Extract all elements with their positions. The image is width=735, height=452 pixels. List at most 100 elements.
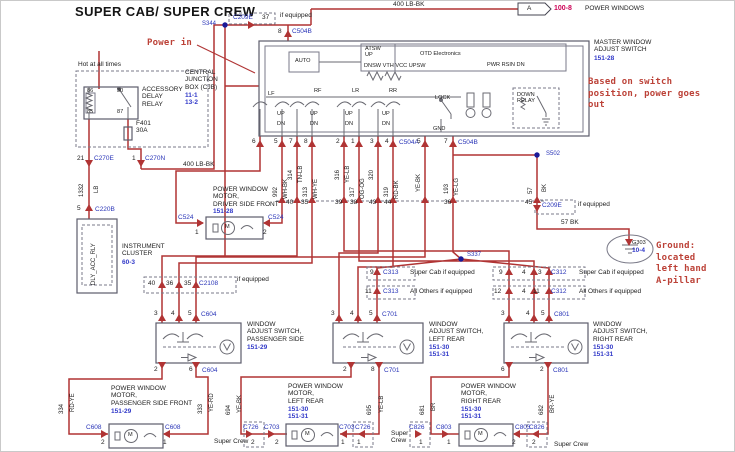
connector-c701-bottom: C701 [384, 367, 400, 374]
msw-dn-4: DN [382, 121, 391, 127]
c826-left-dashed [409, 421, 431, 448]
inline-pin-36: 36 [444, 199, 452, 206]
ref-motor-driver: 151-28 [213, 208, 234, 215]
wire-1332: 1332 [79, 183, 85, 197]
motor-left-rear-box [285, 423, 339, 447]
label-instrument-cluster: INSTRUMENT CLUSTER [122, 243, 165, 258]
label-motor-driver: POWER WINDOW MOTOR, DRIVER SIDE FRONT [213, 186, 279, 208]
motor-symbol-m-left-rear: M [305, 431, 310, 437]
instrument-cluster-inner [81, 224, 113, 286]
msw-atsw-up: ATSW UP [365, 46, 381, 59]
connector-c604-top: C604 [201, 311, 217, 318]
c701-top-pin-4: 4 [350, 310, 354, 317]
ground-symbol [606, 234, 654, 264]
wire-57: 57 [528, 187, 534, 194]
ref-instrument-cluster: 60-3 [122, 259, 136, 266]
c703-right-pin-1: 1 [341, 439, 345, 446]
c312-row2-pin-12: 12 [494, 288, 502, 295]
master-switch-box [258, 40, 590, 137]
c604-top-pin-3: 3 [154, 310, 158, 317]
msw-up-4: UP [382, 111, 390, 117]
c726-left-pin-2: 2 [251, 439, 255, 446]
wire-333-color: YE-RD [209, 393, 215, 412]
wire-695: 695 [367, 404, 373, 415]
relay-pin-30: 30 [117, 88, 124, 94]
msw-dn-3: DN [345, 121, 354, 127]
wire-316-color: YE-LB [345, 165, 351, 183]
motor-symbol-m-passenger: M [128, 432, 133, 438]
ref-master-switch: 151-28 [594, 55, 615, 62]
motor-wires [68, 363, 549, 435]
relay-internals [84, 87, 132, 119]
c826-right-dashed [526, 421, 548, 448]
connector-c608-right: C608 [165, 424, 181, 431]
ref-ground: 10-4 [632, 247, 646, 254]
c312-row1-pin-3: 3 [538, 269, 542, 276]
wire-314-color: TN-LB [298, 165, 304, 183]
c803-right-pin-2: 2 [512, 439, 516, 446]
note-super-crew-3: Super Crew [554, 441, 589, 448]
connector-c312-row1: C312 [551, 269, 567, 276]
c701-bot-pin-2: 2 [343, 366, 347, 373]
splice-s502: S502 [546, 151, 561, 157]
msw-pin-3: 3 [370, 138, 374, 145]
c726-right-dashed [352, 421, 374, 448]
pagelink-a-arrow [517, 2, 552, 16]
c801-bot-pin-2: 2 [540, 366, 544, 373]
c504a-pin-5: 5 [417, 138, 421, 145]
annotation-power-in: Power in [147, 38, 192, 48]
msw-dn-2: DN [310, 121, 319, 127]
connector-c726-left: C726 [243, 424, 259, 431]
inline-pin-35: 35 [301, 199, 309, 206]
inline-pin-45: 45 [525, 199, 533, 206]
wire-992-color: WH-BK [283, 179, 289, 199]
c826-right-pin-2: 2 [532, 439, 536, 446]
msw-pin-5: 5 [274, 138, 278, 145]
cjb-wires [88, 51, 142, 219]
wire-400-lb-bk-top: 400 LB-BK [393, 1, 425, 8]
connector-c2108: C2108 [199, 280, 219, 287]
wire-313-color: WH-YE [313, 179, 319, 199]
c504b-pin-7: 7 [444, 138, 448, 145]
annotation-ground: Ground: located left hand A-pillar [656, 241, 707, 287]
c524-pin-2: 2 [263, 229, 267, 236]
instrument-cluster-box [76, 218, 118, 294]
note-super-crew-2: Super Crew [391, 430, 409, 445]
wire-317-color: OG-OG [360, 178, 366, 199]
annotation-power-out: Based on switch position, power goes out [588, 77, 701, 111]
cjb-box [75, 70, 209, 148]
motor-driver-box [205, 216, 264, 240]
connector-c604-bottom: C604 [202, 367, 218, 374]
label-master-switch: MASTER WINDOW ADJUST SWITCH [594, 39, 652, 54]
inline-pin-44: 44 [384, 199, 392, 206]
connector-c801-top: C801 [554, 311, 570, 318]
connector-c524-left: C524 [178, 214, 194, 221]
connector-c504b-top: C504B [292, 28, 312, 35]
label-motor-passenger: POWER WINDOW MOTOR, PASSENGER SIDE FRONT [111, 385, 193, 407]
msw-pin-6: 6 [252, 138, 256, 145]
connector-c608-left: C608 [86, 424, 102, 431]
ground-g303: G303 [632, 240, 646, 246]
wire-400-lb-bk-left: 400 LB-BK [183, 161, 215, 168]
otd-electronics-box [360, 43, 567, 72]
msw-up-3: UP [345, 111, 353, 117]
connector-c803-right: C803 [515, 424, 531, 431]
pagelink-a-ref: 100-8 [554, 5, 572, 12]
c2108-pin-40: 40 [148, 280, 156, 287]
c803-left-pin-1: 1 [447, 439, 451, 446]
splice-s344-dot [222, 22, 228, 28]
connector-c270e: C270E [94, 155, 114, 162]
ref-switch-right-rear: 151-30 151-31 [593, 344, 614, 359]
note-all-others-left: All Others if equipped [410, 288, 473, 295]
relay-pin-86: 86 [87, 88, 94, 94]
c801-top-pin-5: 5 [541, 310, 545, 317]
msw-pwr-rsin-dn: PWR RSIN DN [487, 62, 525, 68]
wire-319-color: RD-BK [394, 180, 400, 199]
relay-pin-85: 85 [87, 109, 94, 115]
wire-334-color: RD-YE [70, 393, 76, 412]
connector-c209e-top: C209E [233, 14, 253, 21]
c604-bot-pin-2: 2 [154, 366, 158, 373]
msw-pin-8: 8 [304, 138, 308, 145]
wire-314: 314 [288, 169, 294, 180]
